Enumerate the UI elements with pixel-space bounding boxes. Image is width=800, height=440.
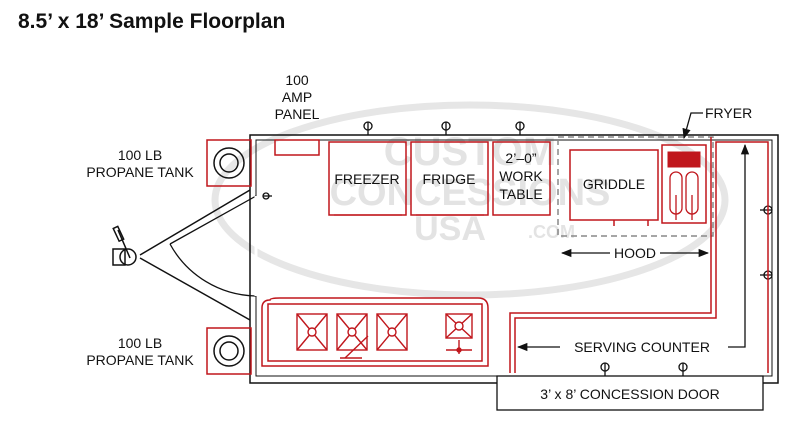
fridge-label: FRIDGE	[423, 171, 476, 187]
outlet-icons-top	[363, 121, 525, 135]
propane-tank-bottom-label: 100 LB PROPANE TANK	[86, 335, 194, 368]
svg-text:2’–0”: 2’–0”	[505, 150, 536, 166]
svg-text:FRYER: FRYER	[705, 105, 752, 121]
svg-text:PROPANE TANK: PROPANE TANK	[86, 352, 194, 368]
hood-label: HOOD	[560, 245, 710, 261]
outlet-icons-right	[760, 205, 773, 280]
svg-text:WORK: WORK	[499, 168, 543, 184]
sink-basin	[336, 313, 368, 351]
work-table: 2’–0” WORK TABLE	[492, 141, 551, 216]
freezer-label: FREEZER	[334, 171, 399, 187]
sink-counter	[261, 297, 489, 367]
svg-text:PANEL: PANEL	[275, 106, 320, 122]
watermark-line-3: USA	[414, 210, 486, 248]
faucet-icon	[340, 335, 369, 359]
three-compartment-sink	[296, 313, 408, 359]
svg-text:HOOD: HOOD	[614, 245, 656, 261]
svg-text:PROPANE TANK: PROPANE TANK	[86, 164, 194, 180]
serving-counter-label: SERVING COUNTER	[516, 143, 750, 355]
entry-door	[169, 192, 272, 297]
svg-text:AMP: AMP	[282, 89, 312, 105]
concession-door: 3’ x 8’ CONCESSION DOOR	[496, 375, 764, 411]
amp-panel: 100 AMP PANEL	[274, 72, 320, 156]
fryer	[661, 144, 707, 224]
outlet-icon	[515, 121, 525, 135]
watermark-line-2: CONCESSIONS	[330, 172, 611, 214]
griddle-label: GRIDDLE	[583, 176, 645, 192]
page-title: 8.5’ x 18’ Sample Floorplan	[18, 10, 286, 33]
fridge: FRIDGE	[410, 141, 489, 216]
svg-text:SERVING COUNTER: SERVING COUNTER	[574, 339, 710, 355]
outlet-icon	[760, 205, 773, 215]
fryer-label: FRYER	[682, 105, 752, 140]
trailer-hitch	[112, 189, 251, 321]
watermark-suffix: .COM	[528, 222, 575, 242]
freezer: FREEZER	[328, 141, 407, 216]
concession-door-label: 3’ x 8’ CONCESSION DOOR	[540, 386, 719, 402]
propane-tank-top-label: 100 LB PROPANE TANK	[86, 147, 194, 180]
serving-counter	[509, 137, 769, 373]
watermark: CUSTOM CONCESSIONS USA .COM	[211, 101, 729, 299]
griddle: GRIDDLE	[569, 149, 659, 226]
outlet-icon	[441, 121, 451, 135]
propane-tank-bottom	[206, 327, 252, 375]
outlet-icon	[363, 121, 373, 135]
sink-basin	[296, 313, 328, 351]
watermark-line-1: CUSTOM	[384, 130, 557, 174]
svg-text:100: 100	[285, 72, 309, 88]
outlet-icons-bottom	[600, 362, 688, 376]
sink-basin	[376, 313, 408, 351]
propane-tank-top	[206, 139, 252, 187]
svg-text:100 LB: 100 LB	[118, 335, 162, 351]
outlet-icon	[678, 362, 688, 376]
outlet-icon	[760, 270, 773, 280]
hood-outline	[557, 136, 714, 237]
outlet-icon	[600, 362, 610, 376]
hand-sink	[445, 313, 473, 354]
svg-text:100 LB: 100 LB	[118, 147, 162, 163]
svg-text:TABLE: TABLE	[499, 186, 542, 202]
